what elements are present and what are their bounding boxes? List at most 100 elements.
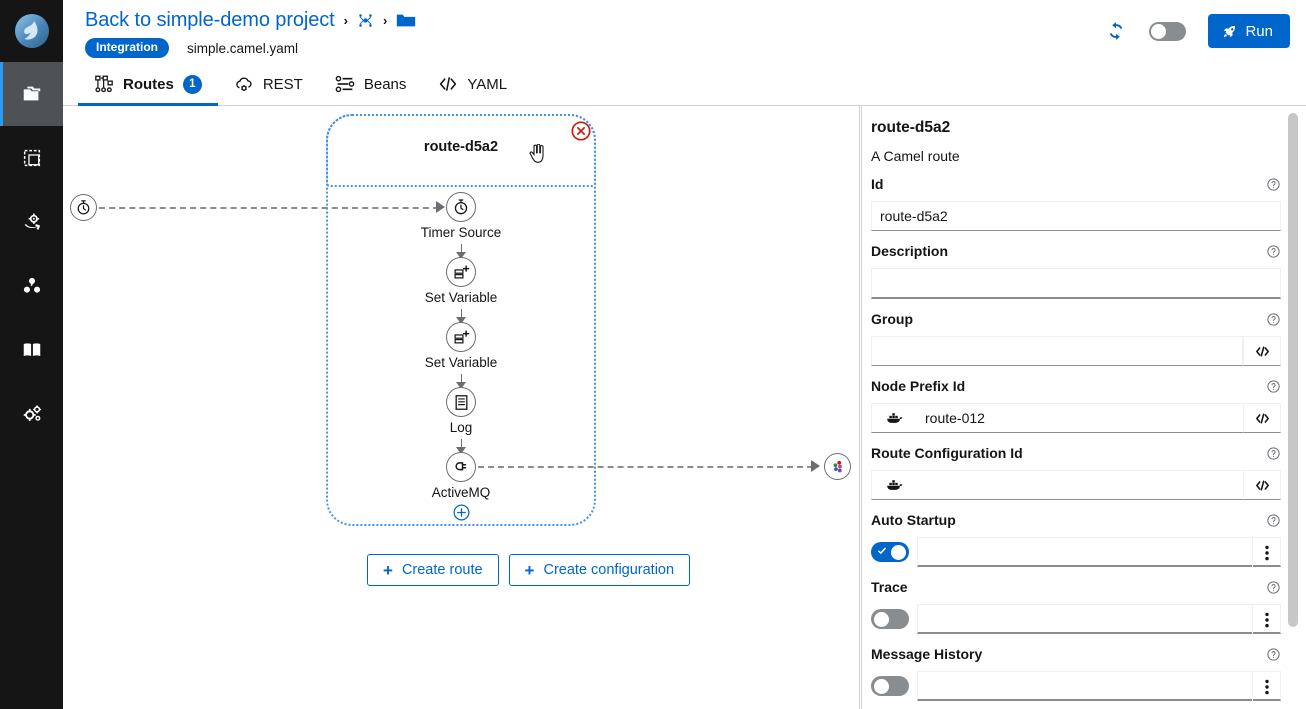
edge-arrow-4 bbox=[456, 447, 466, 454]
node-label: Log bbox=[449, 420, 473, 435]
help-circle-icon[interactable] bbox=[1266, 312, 1281, 327]
run-button-label: Run bbox=[1245, 22, 1273, 40]
node-log[interactable]: Log bbox=[446, 387, 476, 435]
field-label: Trace bbox=[871, 579, 908, 595]
container-docker-icon bbox=[871, 470, 917, 500]
files-copy-icon bbox=[23, 86, 40, 101]
sidebar-item-beans[interactable] bbox=[0, 254, 63, 318]
route-canvas[interactable]: route-d5a2 bbox=[63, 106, 860, 709]
sidebar-item-settings[interactable] bbox=[0, 382, 63, 446]
folder-icon[interactable] bbox=[396, 12, 416, 29]
panel-scrollbar-track[interactable] bbox=[1288, 106, 1302, 709]
panel-subtitle: A Camel route bbox=[871, 148, 960, 164]
help-circle-icon[interactable] bbox=[1266, 446, 1281, 461]
tab-beans[interactable]: Beans bbox=[319, 63, 423, 105]
route-configuration-id-input[interactable] bbox=[917, 470, 1243, 500]
field-message-history: Message History bbox=[862, 634, 1290, 702]
edge-4 bbox=[461, 439, 462, 449]
molecule-icon bbox=[23, 277, 40, 293]
tab-routes-label: Routes bbox=[123, 75, 174, 93]
timer-clock-icon bbox=[77, 200, 90, 215]
sidebar-item-catalog[interactable] bbox=[0, 318, 63, 382]
start-endpoint[interactable] bbox=[70, 194, 97, 221]
create-configuration-button[interactable]: + Create configuration bbox=[508, 554, 691, 586]
edge-activemq-to-endpoint bbox=[478, 466, 813, 468]
set-variable-icon bbox=[454, 264, 469, 278]
node-set-variable-1[interactable]: Set Variable bbox=[425, 257, 497, 305]
end-endpoint[interactable] bbox=[824, 453, 851, 480]
tab-routes-count: 1 bbox=[182, 74, 202, 94]
help-circle-icon[interactable] bbox=[1266, 513, 1281, 528]
node-label: Set Variable bbox=[424, 355, 498, 370]
app-logo[interactable] bbox=[0, 0, 63, 62]
kebab-menu-icon[interactable] bbox=[1252, 672, 1280, 702]
log-document-icon bbox=[455, 394, 467, 410]
back-to-project-link[interactable]: Back to simple-demo project bbox=[85, 8, 335, 31]
node-set-variable-2[interactable]: Set Variable bbox=[425, 322, 497, 370]
route-header-outline[interactable] bbox=[326, 114, 596, 187]
help-circle-icon[interactable] bbox=[1266, 580, 1281, 595]
routes-icon bbox=[94, 75, 114, 93]
trace-value[interactable] bbox=[918, 605, 1252, 632]
trace-toggle[interactable] bbox=[871, 609, 909, 629]
code-expression-icon[interactable] bbox=[1243, 403, 1281, 433]
dark-mode-toggle[interactable] bbox=[1149, 21, 1187, 41]
code-expression-icon[interactable] bbox=[1243, 470, 1281, 500]
sidebar-item-canvas[interactable] bbox=[0, 126, 63, 190]
plus-icon: + bbox=[524, 560, 535, 580]
panel-scrollbar-thumb[interactable] bbox=[1288, 113, 1298, 627]
dashed-square-icon bbox=[23, 149, 40, 167]
field-label: Auto Startup bbox=[871, 512, 956, 528]
edge-1 bbox=[461, 244, 462, 254]
sync-refresh-icon[interactable] bbox=[1105, 20, 1127, 42]
add-step-button[interactable] bbox=[452, 503, 470, 521]
edge-arrow-3 bbox=[456, 382, 466, 389]
field-node-prefix-id: Node Prefix Id bbox=[862, 366, 1290, 433]
plus-icon: + bbox=[383, 560, 393, 580]
description-textarea[interactable] bbox=[871, 268, 1281, 299]
message-history-value[interactable] bbox=[918, 672, 1252, 699]
group-input[interactable] bbox=[871, 336, 1243, 366]
help-circle-icon[interactable] bbox=[1266, 244, 1281, 259]
tab-routes[interactable]: Routes 1 bbox=[78, 63, 218, 106]
tab-rest-label: REST bbox=[262, 75, 303, 93]
kebab-menu-icon[interactable] bbox=[1252, 605, 1280, 635]
help-circle-icon[interactable] bbox=[1266, 647, 1281, 662]
field-label: Node Prefix Id bbox=[871, 378, 966, 394]
help-circle-icon[interactable] bbox=[1266, 177, 1281, 192]
node-prefix-id-input[interactable] bbox=[917, 403, 1243, 433]
message-history-toggle[interactable] bbox=[871, 676, 909, 696]
node-activemq[interactable]: ActiveMQ bbox=[432, 452, 490, 500]
edge-arrowhead-in bbox=[436, 201, 445, 213]
create-route-button[interactable]: + Create route bbox=[367, 554, 499, 586]
edge-arrowhead-out bbox=[811, 460, 820, 472]
file-name: simple.camel.yaml bbox=[187, 40, 299, 56]
canvas-divider bbox=[859, 106, 860, 709]
topology-icon[interactable] bbox=[357, 12, 374, 29]
auto-startup-value[interactable] bbox=[918, 538, 1252, 565]
sidebar-item-pipes[interactable] bbox=[0, 190, 63, 254]
code-expression-icon[interactable] bbox=[1243, 336, 1281, 366]
app-header: Back to simple-demo project › › bbox=[63, 0, 1306, 62]
hand-pointer-cursor bbox=[529, 143, 546, 169]
help-circle-icon[interactable] bbox=[1266, 379, 1281, 394]
remove-circle-icon[interactable] bbox=[570, 120, 592, 142]
create-route-label: Create route bbox=[401, 562, 483, 578]
kebab-menu-icon[interactable] bbox=[1252, 538, 1280, 568]
activemq-logo-icon bbox=[833, 460, 842, 472]
edge-start-to-timer bbox=[99, 207, 439, 209]
id-input[interactable] bbox=[871, 201, 1281, 231]
gear-arrow-icon bbox=[24, 213, 40, 230]
edge-2 bbox=[461, 309, 462, 319]
run-button[interactable]: Run bbox=[1208, 14, 1290, 48]
auto-startup-toggle[interactable] bbox=[871, 542, 909, 562]
node-label: Timer Source bbox=[420, 225, 502, 240]
tab-yaml[interactable]: YAML bbox=[422, 63, 523, 105]
edge-arrow-2 bbox=[456, 317, 466, 324]
properties-panel[interactable]: route-d5a2 A Camel route Id bbox=[861, 106, 1306, 709]
node-timer-source[interactable]: Timer Source bbox=[421, 192, 501, 240]
status-badge: Integration bbox=[85, 38, 169, 59]
sidebar-item-design[interactable] bbox=[0, 62, 63, 126]
field-label: Group bbox=[871, 311, 913, 327]
tab-rest[interactable]: REST bbox=[218, 63, 319, 105]
